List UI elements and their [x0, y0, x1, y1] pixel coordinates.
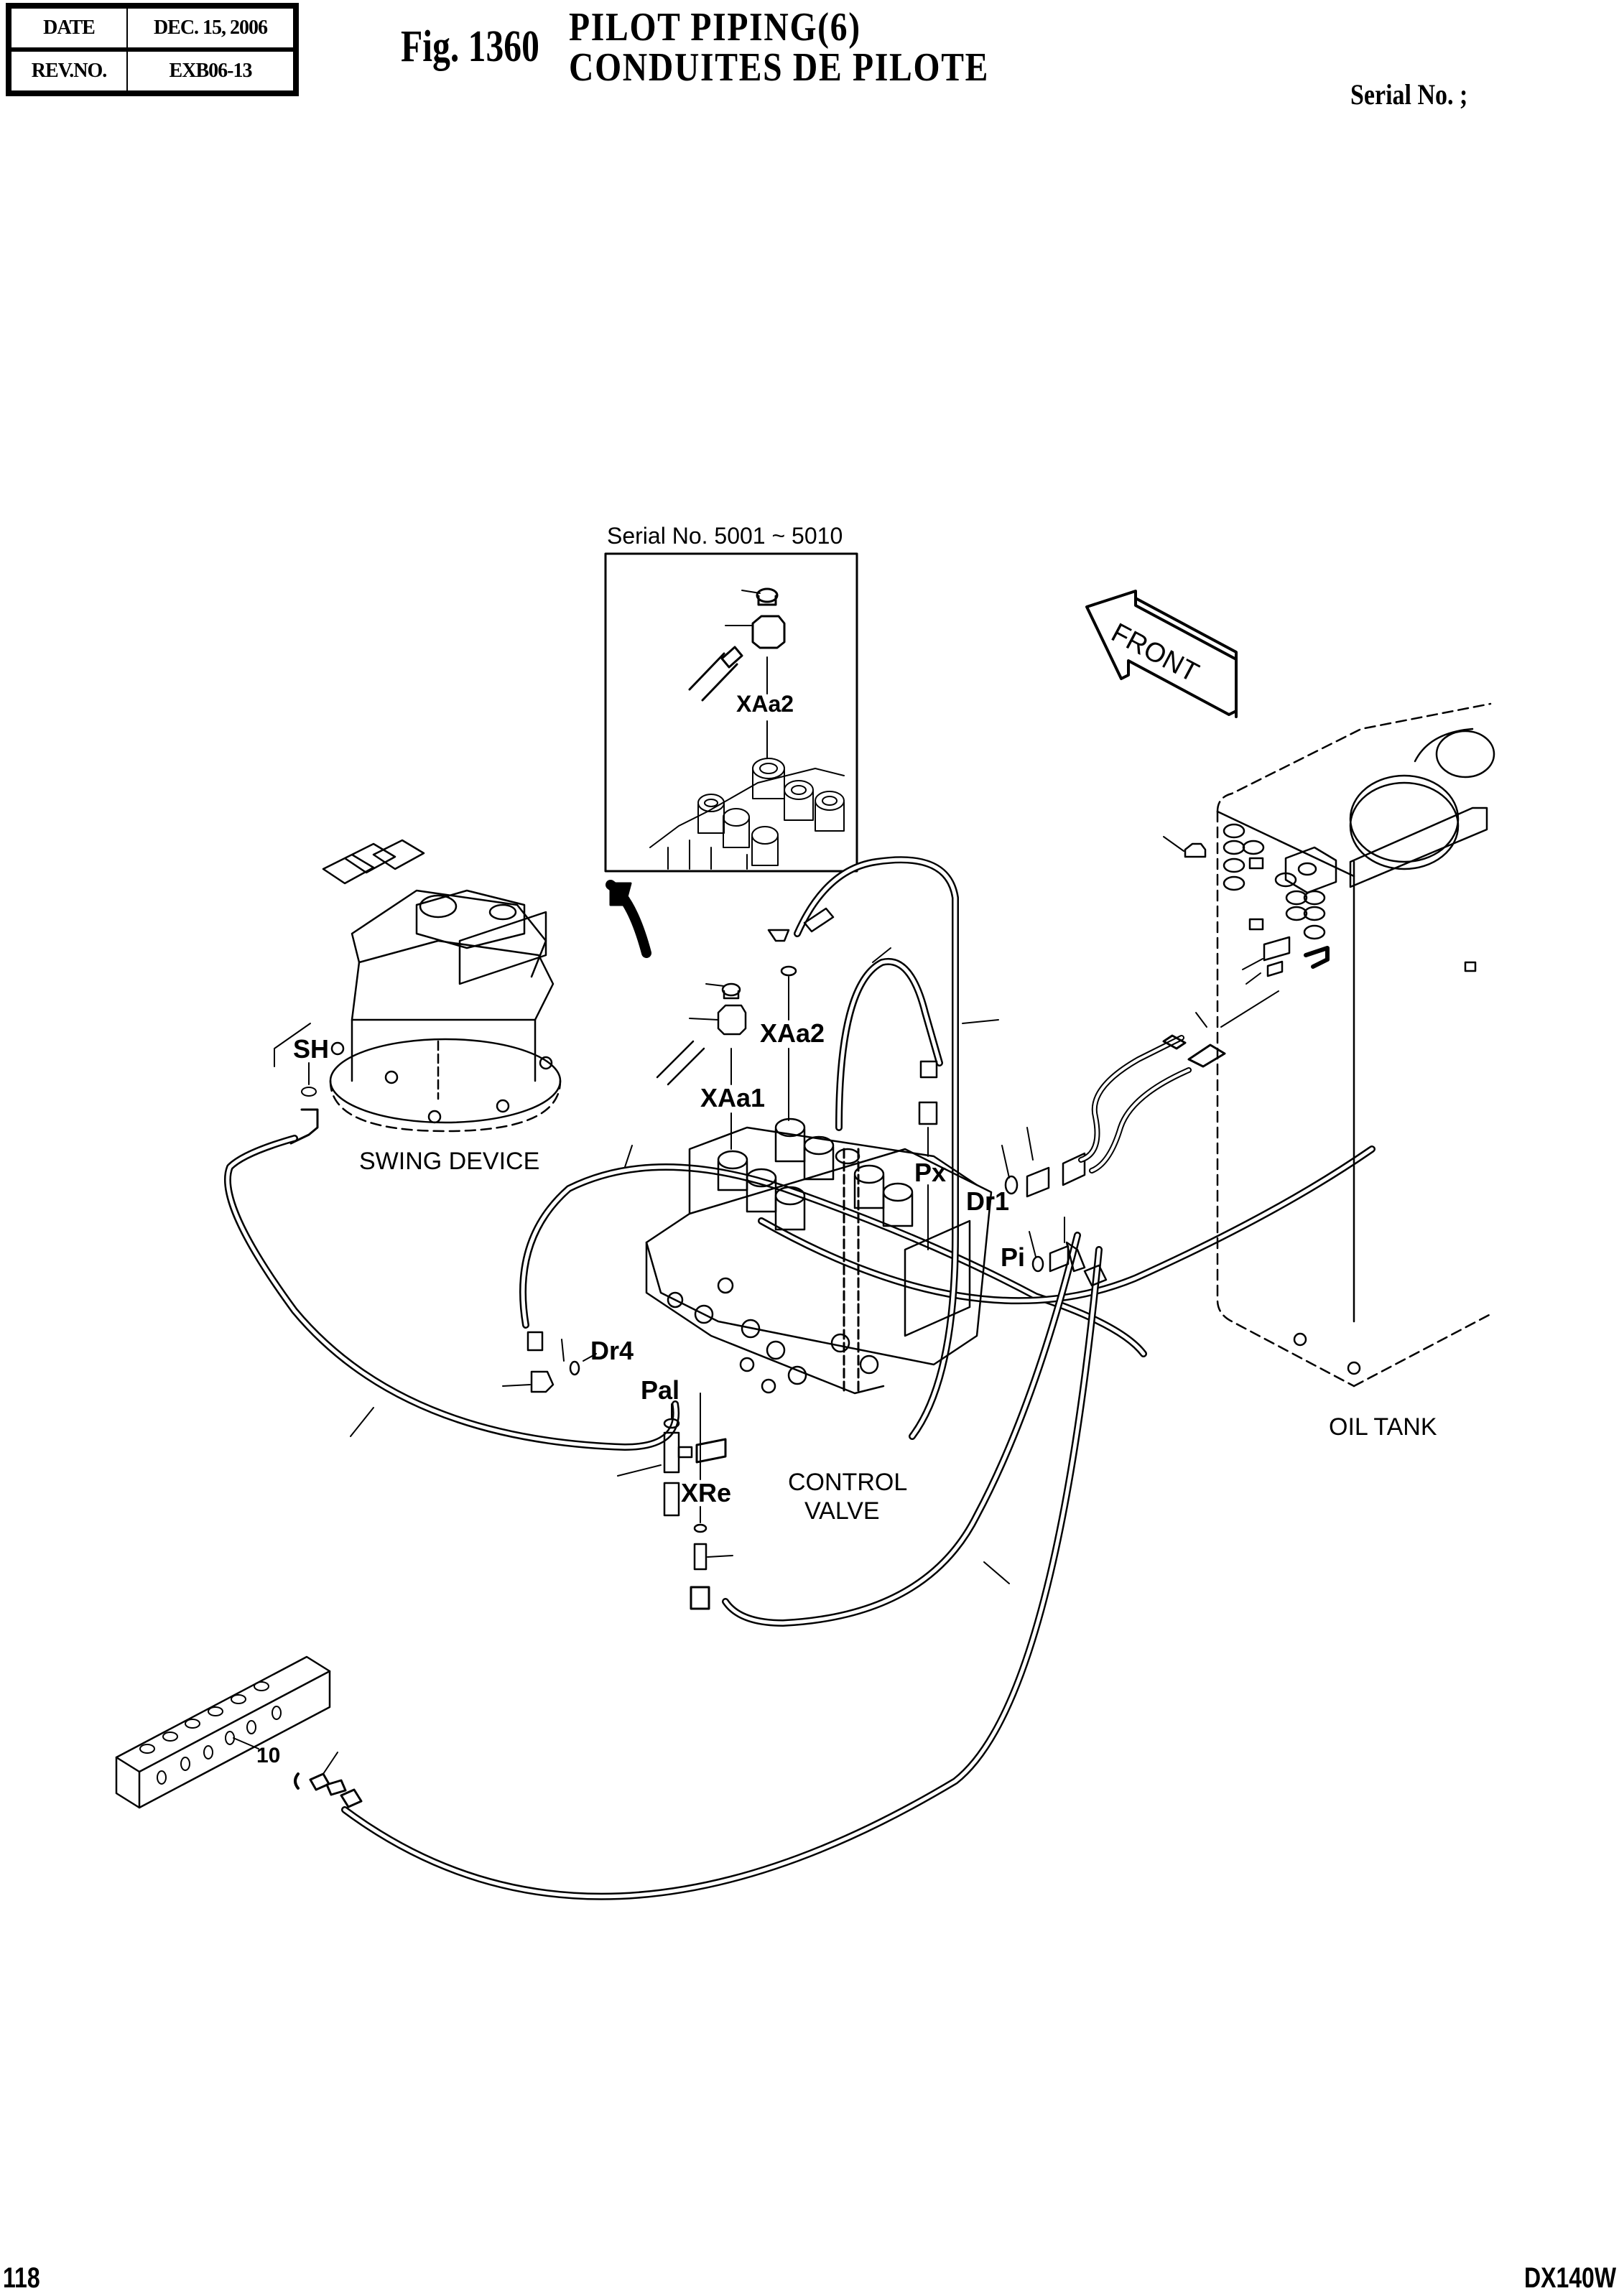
fitting-xre	[690, 1393, 733, 1610]
fitting-dr1	[1001, 1035, 1184, 1198]
figure-number: Fig. 1360	[401, 22, 539, 71]
rev-label: REV.NO.	[8, 49, 128, 94]
adapter-xaa2	[767, 907, 835, 1121]
fitting-dr4	[502, 1331, 597, 1393]
inset-port-label-xaa2: XAa2	[736, 691, 794, 717]
oil-tank-label: OIL TANK	[1329, 1413, 1437, 1441]
model-number: DX140W	[1523, 2262, 1616, 2294]
control-valve-label-line1: CONTROL	[788, 1469, 908, 1496]
port-label-dr1: Dr1	[966, 1186, 1010, 1216]
control-valve-label-line2: VALVE	[804, 1497, 880, 1525]
fitting-pal	[617, 1403, 727, 1517]
front-arrow-icon	[1085, 590, 1238, 718]
port-label-dr4: Dr4	[590, 1336, 634, 1365]
hose-sh-to-pal	[224, 1135, 680, 1451]
control-valve-drawing	[645, 1117, 993, 1395]
port-label-xaa1: XAa1	[700, 1083, 766, 1112]
rev-value: EXB06-13	[126, 49, 297, 94]
revision-info-table: DATE DEC. 15, 2006 REV.NO. EXB06-13	[6, 3, 299, 96]
swing-device-label: SWING DEVICE	[359, 1148, 540, 1175]
port-label-pi: Pi	[1001, 1242, 1026, 1272]
port-label-px: Px	[914, 1158, 947, 1187]
date-label: DATE	[8, 5, 128, 52]
serial-number-header: Serial No. ;	[1350, 78, 1468, 111]
fitting-px	[918, 1060, 938, 1250]
oil-tank-drawing	[1163, 702, 1495, 1388]
swing-device-drawing	[274, 839, 562, 1133]
port-label-xre: XRe	[681, 1478, 732, 1507]
title-english: PILOT PIPING(6)	[569, 5, 861, 50]
adapter-xaa1	[656, 982, 747, 1150]
page-number: 118	[3, 2262, 40, 2294]
port-label-sh: SH	[293, 1034, 330, 1064]
inset-frame	[604, 552, 858, 906]
item-label-10: 10	[256, 1744, 281, 1767]
port-label-xaa2: XAa2	[760, 1018, 825, 1048]
manifold-block-drawing	[115, 1655, 363, 1809]
fitting-pi	[1029, 1217, 1108, 1287]
title-french: CONDUITES DE PILOTE	[569, 45, 990, 90]
port-label-pal: Pal	[641, 1375, 680, 1405]
date-value: DEC. 15, 2006	[126, 5, 297, 52]
inset-caption: Serial No. 5001 ~ 5010	[607, 523, 843, 549]
